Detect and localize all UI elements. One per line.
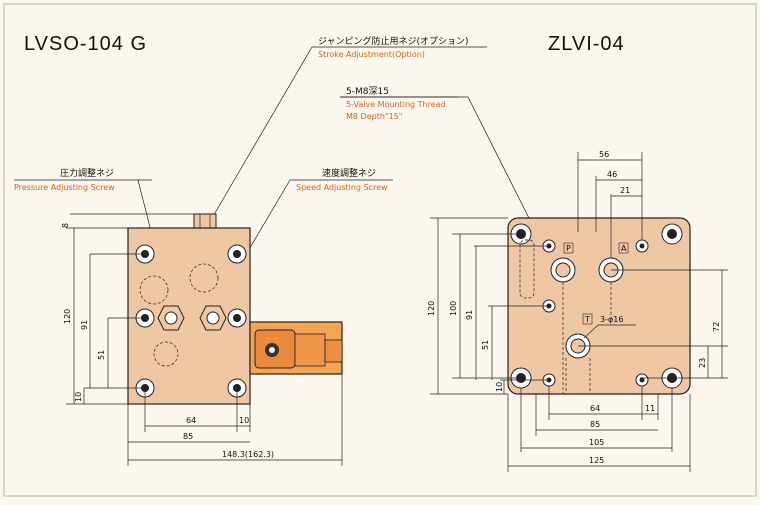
left-dim-8: 8 — [61, 223, 70, 228]
left-dim-51: 51 — [97, 350, 106, 360]
stroke-adjust-en: Stroke Adjustment(Option) — [318, 50, 425, 59]
right-dim-11: 11 — [645, 404, 655, 413]
left-dim-91: 91 — [80, 320, 89, 330]
port-p — [550, 257, 576, 283]
right-dim-72: 72 — [712, 322, 721, 332]
right-top-dims — [577, 152, 643, 258]
right-dim-23: 23 — [698, 358, 707, 368]
right-dim-64: 64 — [590, 404, 600, 413]
right-dim-120: 120 — [427, 301, 436, 316]
right-dim-10: 10 — [495, 382, 504, 392]
left-dim-120: 120 — [63, 309, 72, 324]
hole-note: 3-φ16 — [600, 315, 623, 324]
right-dim-21: 21 — [620, 186, 630, 195]
right-dim-91: 91 — [465, 310, 474, 320]
left-title: LVSO-104 G — [24, 33, 147, 55]
right-title: ZLVI-04 — [548, 33, 625, 55]
right-dim-85: 85 — [590, 420, 600, 429]
pressure-screw-jp: 圧力調整ネジ — [60, 167, 114, 179]
right-dim-100: 100 — [449, 301, 458, 316]
right-dim-125: 125 — [589, 456, 604, 465]
left-dim-85: 85 — [183, 432, 193, 441]
passage-left — [519, 239, 535, 299]
speed-screw-en: Speed Adjusting Screw — [296, 183, 388, 192]
stroke-adjust-leader — [207, 46, 318, 226]
right-dim-46: 46 — [607, 170, 617, 179]
right-right-dims — [578, 269, 728, 379]
pressure-screw-icon — [157, 305, 185, 331]
port-t-label: T — [584, 315, 590, 324]
thread-code: 5-M8深15 — [346, 86, 389, 97]
left-dim-10b: 10 — [239, 416, 249, 425]
right-thread-holes — [542, 239, 649, 387]
pressure-screw-en: Pressure Adjusting Screw — [14, 183, 115, 192]
left-dim-10: 10 — [74, 392, 83, 402]
right-dim-56: 56 — [599, 150, 609, 159]
left-horizontal-dims — [127, 374, 343, 466]
thread-en-2: M8 Depth"15" — [346, 112, 402, 121]
thread-en-1: 5-Valve Mounting Thread — [346, 100, 446, 109]
sheet-frame — [3, 3, 757, 497]
right-dim-51: 51 — [481, 340, 490, 350]
right-left-dims — [430, 217, 549, 395]
left-vertical-dims — [66, 213, 194, 405]
left-dim-64: 64 — [186, 416, 196, 425]
stroke-adjuster — [193, 213, 217, 229]
right-bottom-dims — [507, 386, 691, 472]
speed-screw-icon — [199, 305, 227, 331]
speed-screw-jp: 速度調整ネジ — [322, 167, 376, 179]
thread-leader — [340, 96, 541, 241]
right-dim-105: 105 — [589, 438, 604, 447]
port-a-label: A — [621, 244, 627, 253]
port-p-label: P — [566, 244, 571, 253]
stroke-adjust-jp: ジャンピング防止用ネジ(オプション) — [318, 35, 469, 47]
left-dim-148: 148.3(162.3) — [222, 450, 274, 459]
